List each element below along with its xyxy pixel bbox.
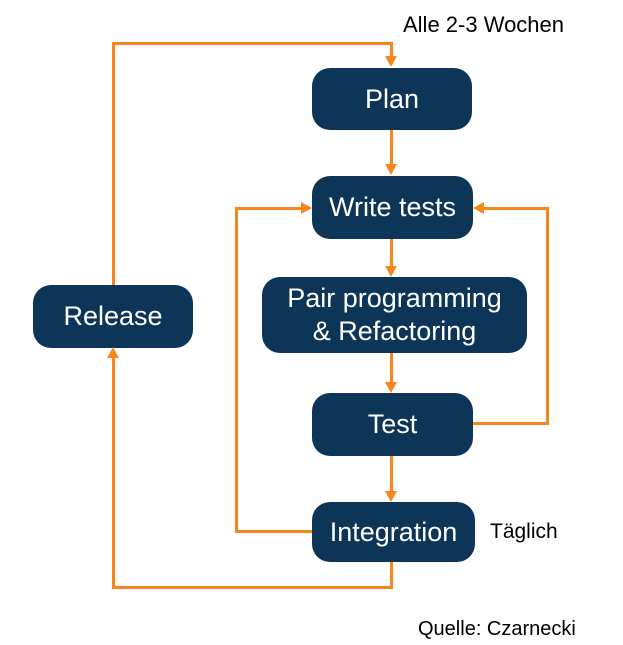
arrowhead-into-test (385, 382, 397, 393)
connector-integration-to-release-horizontal (112, 586, 393, 589)
connector-test-loop-top (483, 207, 548, 210)
arrowhead-into-write-tests-right (473, 202, 484, 214)
daily-label: Täglich (490, 520, 558, 543)
node-write-tests: Write tests (312, 176, 473, 239)
connector-release-to-plan-horizontal (112, 42, 393, 45)
connector-release-to-plan-drop (390, 42, 393, 57)
connector-release-to-plan-vertical (112, 42, 115, 285)
node-plan-label: Plan (364, 83, 420, 114)
connector-integration-loop-top (237, 207, 302, 210)
node-pair-programming-label-line1: Pair programming (287, 283, 502, 313)
cycle-duration-label: Alle 2-3 Wochen (403, 12, 565, 37)
connector-integration-to-release-vertical (112, 357, 115, 589)
node-test: Test (312, 393, 473, 456)
connector-integration-to-release-drop (390, 562, 393, 589)
source-credit-label: Quelle: Czarnecki (418, 618, 576, 640)
connector-test-to-integration (390, 456, 393, 492)
connector-plan-to-write-tests (390, 130, 393, 165)
connector-test-loop-bottom (473, 422, 549, 425)
arrowhead-into-pair (385, 266, 397, 277)
node-pair-programming-label-line2: & Refactoring (312, 316, 477, 346)
node-plan: Plan (312, 68, 472, 130)
node-release-label: Release (63, 301, 163, 331)
arrowhead-into-write-tests-left (301, 202, 312, 214)
connector-integration-loop-bottom (236, 530, 312, 533)
arrowhead-into-plan (385, 56, 397, 67)
connector-test-loop-vertical (546, 207, 549, 425)
connector-write-tests-to-pair (390, 239, 393, 267)
node-integration: Integration (312, 502, 475, 562)
arrowhead-into-write-tests-top (385, 164, 397, 175)
connector-integration-loop-vertical (235, 207, 238, 533)
node-test-label: Test (367, 409, 418, 439)
arrowhead-into-release (107, 347, 119, 358)
connector-pair-to-test (390, 353, 393, 383)
node-pair-programming: Pair programming & Refactoring (262, 277, 527, 353)
arrowhead-into-integration (385, 491, 397, 502)
node-write-tests-label: Write tests (328, 192, 457, 222)
node-release: Release (33, 285, 193, 348)
node-integration-label: Integration (329, 516, 458, 547)
